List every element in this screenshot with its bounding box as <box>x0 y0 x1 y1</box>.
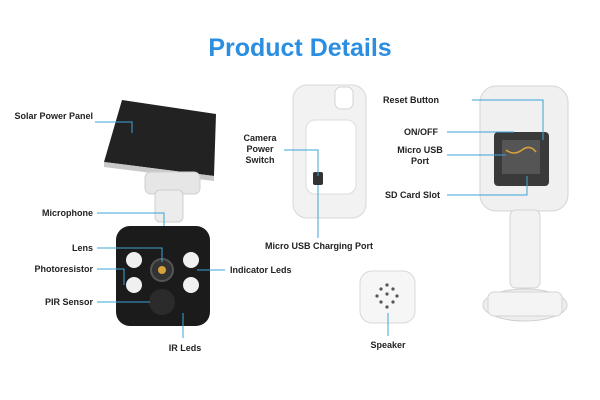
label-reset-button: Reset Button <box>383 95 439 105</box>
label-micro-usb-charging-port: Micro USB Charging Port <box>265 241 374 251</box>
speaker-image <box>359 270 416 324</box>
label-lens: Lens <box>71 243 93 253</box>
label-photoresistor: Photoresistor <box>34 264 93 274</box>
label-micro-usb-port: Micro USB Port <box>397 145 443 166</box>
label-speaker: Speaker <box>370 340 406 350</box>
label-on-off: ON/OFF <box>404 127 438 137</box>
label-microphone: Microphone <box>42 208 93 218</box>
label-indicator-leds: Indicator Leds <box>230 265 292 275</box>
label-pir-sensor: PIR Sensor <box>44 297 93 307</box>
page-title: Product Details <box>208 34 392 62</box>
left-camera-image <box>104 100 216 326</box>
label-ir-leds: IR Leds <box>168 343 202 353</box>
leader-lines <box>95 99 544 338</box>
label-solar-power-panel: Solar Power Panel <box>14 111 93 121</box>
back-panel-image <box>292 84 367 219</box>
label-camera-power-switch: Camera Power Switch <box>243 133 277 165</box>
right-camera-image <box>479 85 569 322</box>
label-sd-card-slot: SD Card Slot <box>385 190 441 200</box>
